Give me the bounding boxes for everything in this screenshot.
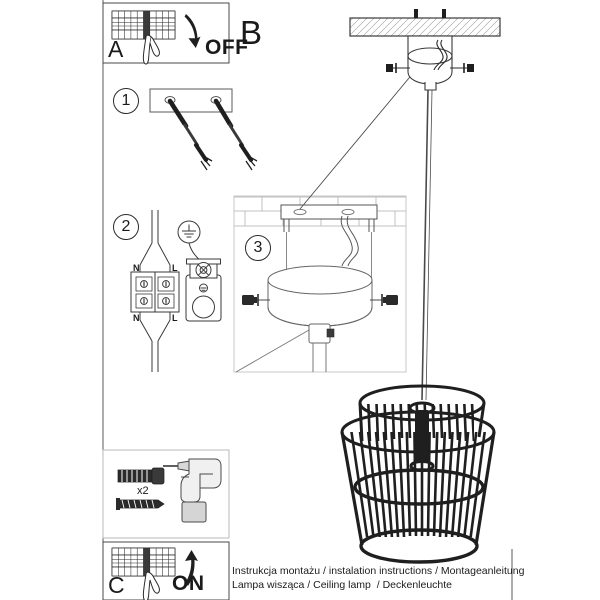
step2-lampholder-graphic <box>185 242 222 322</box>
tools-quantity-label: x2 <box>137 485 149 497</box>
step3-leader-line <box>235 59 425 373</box>
step-3-badge: 3 <box>245 235 271 261</box>
arrow-down-curved-a-icon <box>184 14 201 48</box>
product-suspension-cable <box>421 89 433 401</box>
product-cage-lower-cone <box>340 410 496 564</box>
step3-side-screw-left-icon <box>242 294 270 306</box>
step3-side-screw-right-icon <box>370 294 398 306</box>
hand-pointing-c-icon <box>142 571 160 600</box>
step-1-badge: 1 <box>113 88 139 114</box>
section-b-label: B <box>240 14 263 51</box>
footer-line-2: Lampa wisząca / Ceiling lamp / Deckenleu… <box>232 579 453 591</box>
arrow-up-curved-c-icon <box>185 550 198 586</box>
earth-ground-icon <box>177 220 201 244</box>
wall-plug-anchor-icon <box>117 467 165 485</box>
section-a-state-label: OFF <box>205 36 249 59</box>
step3-wires <box>340 215 359 267</box>
step3-canopy-graphic <box>267 265 373 372</box>
step-3-number: 3 <box>253 239 263 256</box>
section-c-label: C <box>108 572 125 598</box>
step-1-number: 1 <box>121 92 131 109</box>
step1-bracket-graphic <box>149 88 233 113</box>
terminal-label-top-right: L <box>172 263 178 273</box>
step2-wiring-graphic <box>130 210 180 372</box>
product-ceiling-slab <box>349 9 501 37</box>
footer-line-1: Instrukcja montażu / instalation instruc… <box>232 565 525 577</box>
panel-a-frame <box>102 2 230 64</box>
terminal-label-bottom-right: L <box>172 313 178 323</box>
hand-pointing-a-icon <box>142 34 160 65</box>
product-canopy-screw-left-icon <box>386 63 410 73</box>
power-drill-icon <box>163 458 222 523</box>
product-canopy-screw-right-icon <box>450 63 474 73</box>
step3-bracket-graphic <box>280 204 378 232</box>
breaker-panel-a-graphic <box>111 10 176 40</box>
product-canopy <box>407 35 453 91</box>
step-2-badge: 2 <box>113 214 139 240</box>
section-c-state-label: ON <box>172 572 205 595</box>
breaker-panel-c-graphic <box>111 547 176 577</box>
section-a-label: A <box>108 36 124 62</box>
step1-screw-right-icon <box>213 98 258 171</box>
terminal-label-top-left: N <box>133 263 140 273</box>
panel-c-frame <box>102 541 230 600</box>
step-2-number: 2 <box>121 218 131 235</box>
step1-screw-left-icon <box>167 98 213 171</box>
terminal-label-bottom-left: N <box>133 313 140 323</box>
screw-icon <box>116 498 165 510</box>
